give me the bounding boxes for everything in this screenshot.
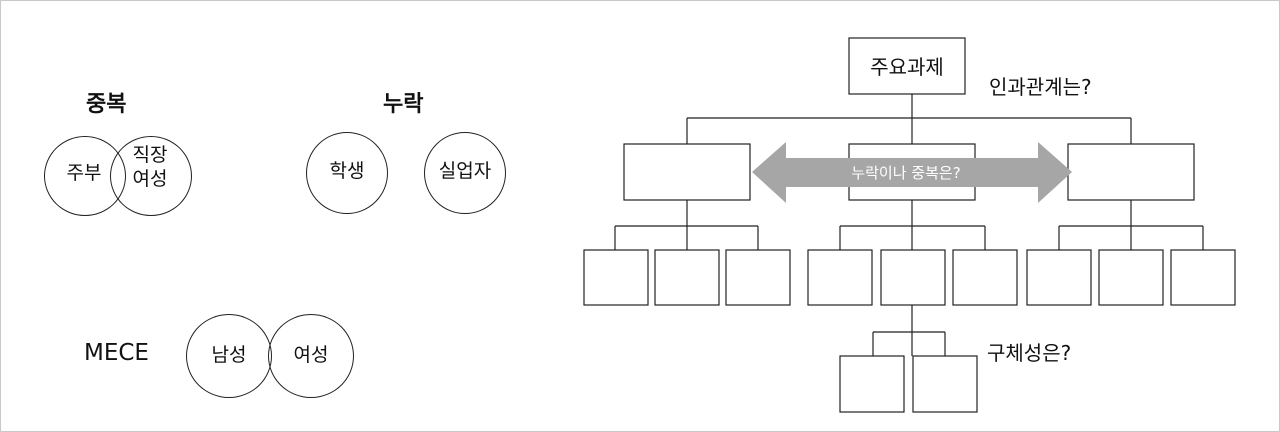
omission-heading: 누락: [383, 92, 424, 117]
omission-left-circle: [306, 132, 388, 214]
double-arrow-shape: [752, 142, 1072, 203]
causality-question: 인과관계는?: [989, 75, 1092, 99]
omission-left-label: 학생: [329, 160, 365, 182]
level2-box-9: [1170, 249, 1236, 306]
level1-box-right: [1067, 143, 1195, 201]
level2-box-5: [880, 249, 946, 306]
level1-box-left: [623, 143, 751, 201]
mece-right-label: 여성: [293, 344, 329, 366]
omission-right-label: 실업자: [438, 160, 492, 182]
level2-box-6: [952, 249, 1018, 306]
arrow-label: 누락이나 중복은?: [851, 164, 960, 182]
overlap-right-label-line1: 직장: [132, 144, 168, 166]
mece-right-circle: [268, 314, 354, 398]
level3-box-1: [839, 355, 905, 413]
root-box: [848, 37, 966, 95]
overlap-left-label: 주부: [66, 162, 102, 184]
level2-box-3: [725, 249, 791, 306]
level2-box-1: [583, 249, 649, 306]
overlap-right-label: 직장 여성: [120, 144, 180, 192]
omission-right-circle: [424, 132, 506, 214]
root-label: 주요과제: [870, 55, 944, 79]
specificity-question: 구체성은?: [987, 341, 1071, 365]
overlap-right-label-line2: 여성: [132, 167, 168, 190]
level2-box-2: [654, 249, 720, 306]
level2-box-7: [1026, 249, 1092, 306]
level3-box-2: [912, 355, 978, 413]
overlap-right-circle: [110, 136, 192, 216]
mece-heading: MECE: [84, 340, 149, 366]
overlap-heading: 중복: [86, 92, 127, 117]
level2-box-8: [1098, 249, 1164, 306]
level2-box-4: [807, 249, 873, 306]
mece-left-label: 남성: [211, 344, 247, 366]
